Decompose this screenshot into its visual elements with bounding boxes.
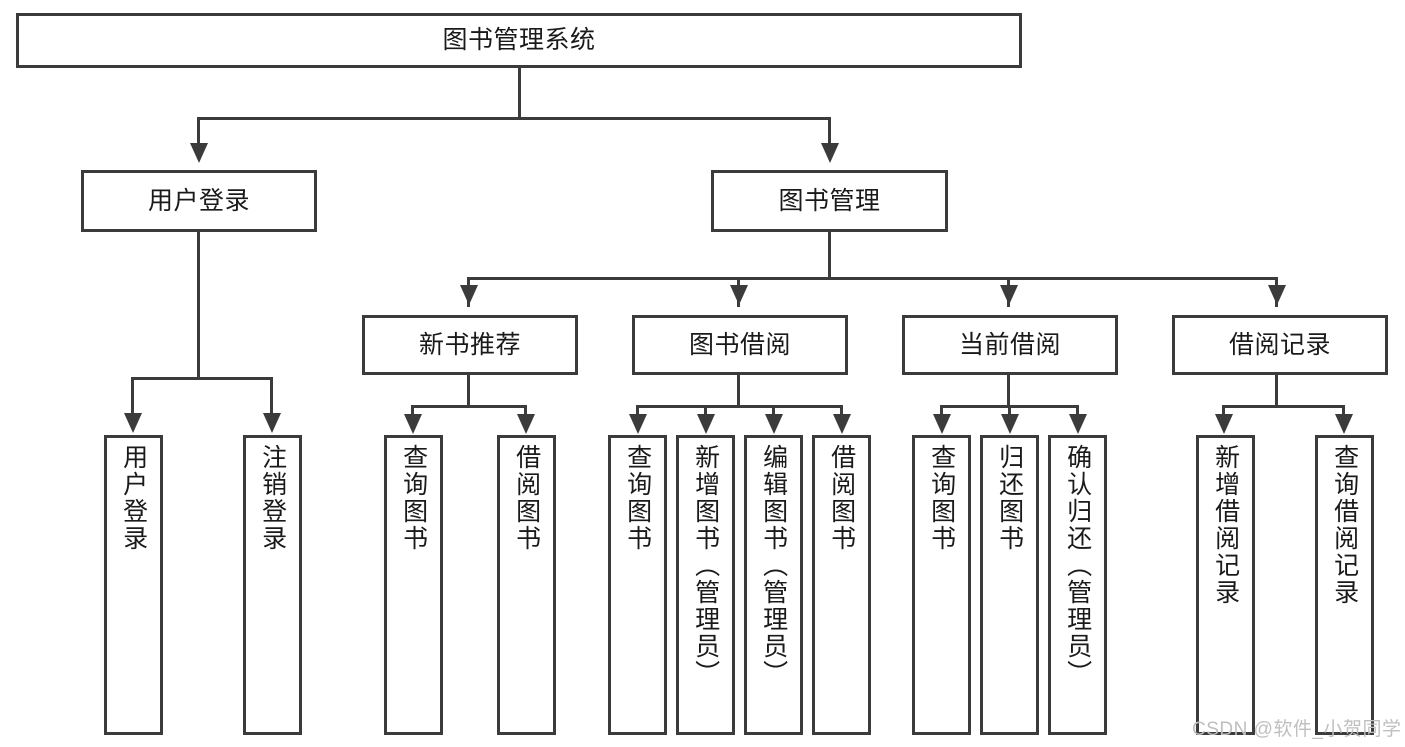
node-label: 借阅图书: [827, 444, 856, 552]
connector-drop-cb-leaf-2: [1008, 405, 1011, 417]
connector-drop-book-management: [828, 117, 831, 145]
node-label: 归还图书: [995, 444, 1024, 552]
arrow-bb-leaf-3: [765, 414, 783, 434]
leaf-add-book-admin[interactable]: 新增图书（管理员）: [676, 435, 735, 735]
connector-drop-user-login: [197, 117, 200, 145]
connector-new-book-bar: [411, 405, 527, 408]
arrow-bb-leaf-4: [833, 414, 851, 434]
arrow-cb-leaf-3: [1069, 414, 1087, 434]
connector-drop-cb-leaf-3: [1076, 405, 1079, 417]
leaf-add-borrow-record[interactable]: 新增借阅记录: [1196, 435, 1255, 735]
node-book-management[interactable]: 图书管理: [711, 170, 948, 232]
arrow-new-book-recommend: [460, 285, 478, 305]
connector-drop-leaf-user-login: [131, 377, 134, 415]
connector-borrow-record-bar: [1222, 405, 1345, 408]
node-label: 借阅图书: [512, 444, 541, 552]
node-label: 查询图书: [399, 444, 428, 552]
connector-root-stem: [518, 68, 521, 117]
leaf-query-book-current[interactable]: 查询图书: [912, 435, 971, 735]
arrow-borrow-record: [1268, 285, 1286, 305]
arrow-current-borrow: [1000, 285, 1018, 305]
arrow-bb-leaf-1: [629, 414, 647, 434]
node-label: 查询图书: [927, 444, 956, 552]
node-borrow-record[interactable]: 借阅记录: [1172, 315, 1388, 375]
connector-drop-bb-leaf-4: [840, 405, 843, 417]
connector-new-book-stem: [467, 375, 470, 405]
leaf-query-book-borrow[interactable]: 查询图书: [608, 435, 667, 735]
node-label: 注销登录: [258, 444, 287, 552]
node-label: 用户登录: [119, 444, 148, 552]
connector-book-borrow-stem: [737, 375, 740, 405]
node-label: 新增借阅记录: [1211, 444, 1240, 606]
connector-drop-nb-leaf-2: [524, 405, 527, 417]
leaf-query-borrow-record[interactable]: 查询借阅记录: [1315, 435, 1374, 735]
connector-level2-bar: [197, 117, 831, 120]
arrow-br-leaf-1: [1215, 414, 1233, 434]
node-current-borrow[interactable]: 当前借阅: [902, 315, 1118, 375]
node-label: 新增图书（管理员）: [691, 444, 720, 687]
node-label: 借阅记录: [1228, 330, 1331, 359]
node-label: 图书管理: [778, 186, 881, 215]
connector-current-borrow-stem: [1007, 375, 1010, 405]
connector-drop-br-leaf-1: [1222, 405, 1225, 417]
leaf-logout[interactable]: 注销登录: [243, 435, 302, 735]
connector-book-management-stem: [828, 232, 831, 277]
node-root-book-management-system[interactable]: 图书管理系统: [16, 13, 1022, 68]
arrow-user-login: [190, 143, 208, 163]
node-label: 图书借阅: [688, 330, 791, 359]
arrow-book-borrow: [730, 285, 748, 305]
arrow-leaf-logout: [263, 413, 281, 433]
leaf-query-book-recommend[interactable]: 查询图书: [384, 435, 443, 735]
node-book-borrow[interactable]: 图书借阅: [632, 315, 848, 375]
node-label: 图书管理系统: [442, 26, 596, 55]
node-label: 确认归还（管理员）: [1063, 444, 1092, 687]
connector-drop-bb-leaf-1: [636, 405, 639, 417]
arrow-bb-leaf-2: [697, 414, 715, 434]
connector-drop-leaf-logout: [270, 377, 273, 415]
arrow-nb-leaf-2: [517, 414, 535, 434]
connector-book-borrow-bar: [636, 405, 843, 408]
arrow-cb-leaf-1: [933, 414, 951, 434]
node-user-login[interactable]: 用户登录: [81, 170, 317, 232]
connector-drop-bb-leaf-3: [772, 405, 775, 417]
connector-drop-br-leaf-2: [1342, 405, 1345, 417]
connector-user-login-stem: [197, 232, 200, 377]
arrow-leaf-user-login: [124, 413, 142, 433]
arrow-nb-leaf-1: [404, 414, 422, 434]
arrow-cb-leaf-2: [1001, 414, 1019, 434]
leaf-borrow-book[interactable]: 借阅图书: [812, 435, 871, 735]
connector-drop-nb-leaf-1: [411, 405, 414, 417]
node-new-book-recommend[interactable]: 新书推荐: [362, 315, 578, 375]
connector-level3-bar: [467, 277, 1278, 280]
node-label: 用户登录: [147, 186, 250, 215]
arrow-br-leaf-2: [1335, 414, 1353, 434]
leaf-user-login[interactable]: 用户登录: [104, 435, 163, 735]
node-label: 编辑图书（管理员）: [759, 444, 788, 687]
leaf-borrow-book-recommend[interactable]: 借阅图书: [497, 435, 556, 735]
leaf-return-book[interactable]: 归还图书: [980, 435, 1039, 735]
connector-borrow-record-stem: [1275, 375, 1278, 405]
node-label: 当前借阅: [958, 330, 1061, 359]
connector-drop-bb-leaf-2: [704, 405, 707, 417]
connector-user-login-bar: [131, 377, 270, 380]
arrow-book-management: [821, 143, 839, 163]
node-label: 查询图书: [623, 444, 652, 552]
node-label: 查询借阅记录: [1330, 444, 1359, 606]
leaf-confirm-return-admin[interactable]: 确认归还（管理员）: [1048, 435, 1107, 735]
connector-drop-cb-leaf-1: [940, 405, 943, 417]
node-label: 新书推荐: [418, 330, 521, 359]
leaf-edit-book-admin[interactable]: 编辑图书（管理员）: [744, 435, 803, 735]
